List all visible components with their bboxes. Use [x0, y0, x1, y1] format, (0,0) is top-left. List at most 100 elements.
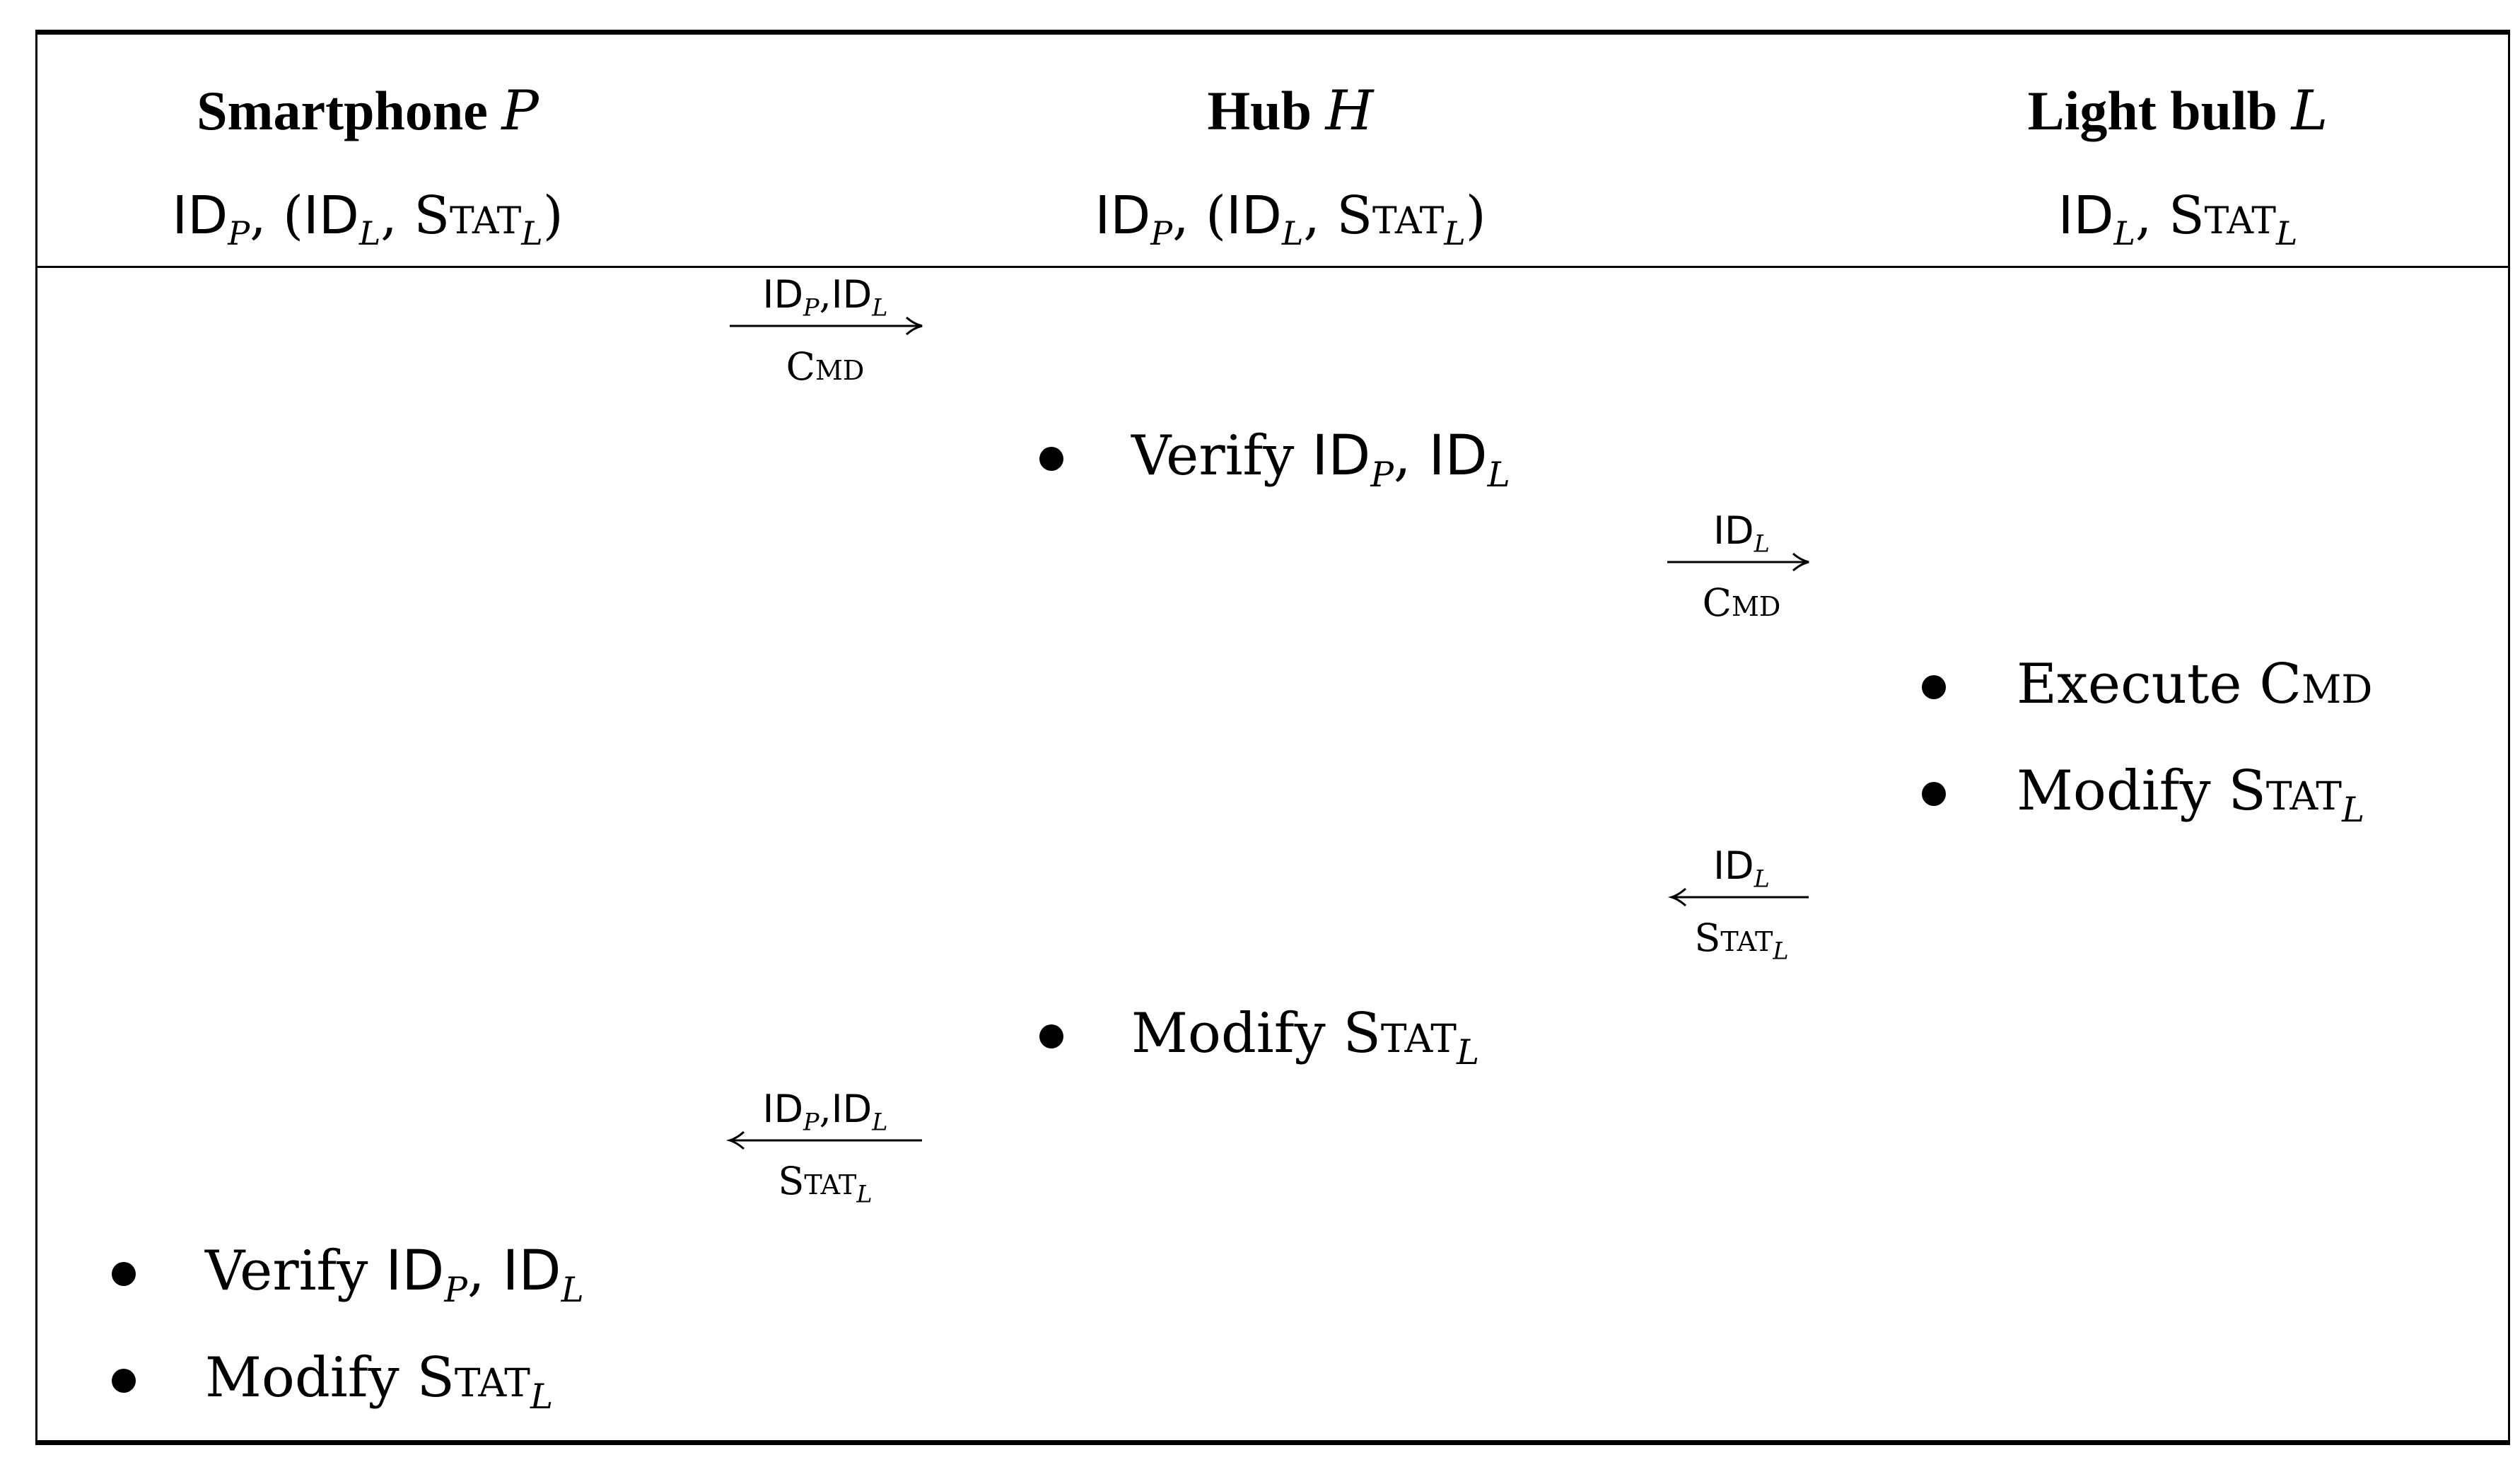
hub-modify-step: Modify StatL: [1131, 1006, 1479, 1070]
smartphone-symbol: P: [501, 79, 539, 143]
identifier: ID: [1095, 185, 1151, 246]
message-hub-to-bulb: IDL Cmd: [1639, 512, 1844, 625]
constant-name: Cmd: [786, 344, 865, 389]
subscript: P: [228, 214, 250, 253]
constant-name: Stat: [416, 1346, 530, 1410]
bottom-rule: [35, 1440, 2510, 1445]
step-expression: StatL: [2228, 759, 2364, 827]
smartphone-title: Smartphone: [197, 80, 488, 141]
hub-verify-step: Verify IDP, IDL: [1131, 428, 1510, 492]
subscript: P: [803, 1108, 819, 1136]
message-top-label: IDP,IDL: [723, 1087, 928, 1134]
message-hub-to-phone: IDP,IDL StatL: [723, 1087, 928, 1206]
top-rule: [35, 30, 2510, 35]
identifier: ID: [303, 185, 359, 246]
subscript: L: [872, 1108, 888, 1136]
subscript: L: [1281, 214, 1304, 253]
step-word: Verify: [1131, 424, 1295, 488]
bullet-icon: [1922, 675, 1946, 699]
identifier: ID: [1428, 424, 1488, 488]
phone-modify-step: Modify StatL: [205, 1350, 553, 1414]
subscript: L: [530, 1377, 554, 1417]
subscript: L: [358, 214, 381, 253]
constant-name: Stat: [778, 1159, 857, 1203]
identifier: ID: [762, 1087, 804, 1131]
separator: ,: [819, 272, 832, 317]
light-bulb-symbol: L: [2291, 79, 2328, 143]
constant-name: Stat: [2228, 759, 2342, 823]
light-bulb-state: IDL, StatL: [1895, 185, 2461, 250]
separator: , (: [250, 185, 303, 246]
constant-name: Cmd: [2259, 653, 2373, 716]
hub-header: Hub H: [1008, 79, 1573, 143]
bullet-icon: [112, 1262, 136, 1286]
step-word: Modify: [1131, 1002, 1326, 1065]
separator: ,: [467, 1239, 503, 1303]
arrow-right-icon: [1667, 553, 1809, 571]
message-bottom-label: StatL: [1639, 916, 1844, 963]
step-expression: Cmd: [2259, 653, 2372, 716]
message-bulb-to-hub: IDL StatL: [1639, 847, 1844, 963]
subscript: P: [1370, 455, 1394, 495]
separator: ): [1465, 185, 1486, 246]
message-bottom-label: Cmd: [1639, 584, 1844, 622]
light-bulb-title: Light bulb: [2027, 80, 2278, 141]
subscript: L: [1456, 1032, 1480, 1073]
separator: ,: [819, 1087, 832, 1131]
right-border: [2508, 30, 2510, 1445]
bullet-icon: [1039, 447, 1063, 471]
smartphone-header: Smartphone P: [85, 79, 651, 143]
hub-state: IDP, (IDL, StatL): [1008, 185, 1573, 250]
bullet-icon: [1039, 1024, 1063, 1048]
constant-name: Stat: [414, 185, 522, 246]
identifier: ID: [831, 272, 873, 317]
identifier: ID: [2058, 185, 2114, 246]
message-phone-to-hub: IDP,IDL Cmd: [723, 276, 928, 389]
arrow-right-icon: [730, 317, 923, 335]
separator: , (: [1172, 185, 1226, 246]
step-word: Modify: [2017, 759, 2211, 823]
constant-name: Cmd: [1702, 580, 1781, 625]
phone-verify-step: Verify IDP, IDL: [205, 1244, 584, 1307]
subscript: L: [1444, 214, 1466, 253]
separator: ): [542, 185, 564, 246]
constant-name: Stat: [1694, 916, 1773, 960]
separator: ,: [2135, 185, 2169, 246]
identifier: ID: [1226, 185, 1282, 246]
bulb-execute-step: Execute Cmd: [2017, 657, 2372, 712]
subscript: L: [561, 1270, 584, 1310]
header-rule: [35, 266, 2510, 268]
light-bulb-header: Light bulb L: [1895, 79, 2461, 143]
hub-title: Hub: [1207, 80, 1312, 141]
step-expression: StatL: [416, 1346, 553, 1414]
message-top-label: IDL: [1639, 847, 1844, 891]
subscript: L: [2113, 214, 2135, 253]
identifier: ID: [385, 1239, 445, 1303]
identifier: ID: [831, 1087, 873, 1131]
step-word: Modify: [205, 1346, 399, 1410]
separator: ,: [1393, 424, 1429, 488]
subscript: P: [803, 293, 819, 322]
arrow-left-icon: [1667, 888, 1809, 906]
separator: ,: [380, 185, 414, 246]
subscript: L: [872, 293, 888, 322]
identifier: ID: [1713, 508, 1754, 553]
message-bottom-label: StatL: [723, 1159, 928, 1206]
identifier: ID: [762, 272, 804, 317]
message-bottom-label: Cmd: [723, 348, 928, 386]
message-top-label: IDP,IDL: [723, 276, 928, 320]
step-word: Verify: [205, 1239, 368, 1303]
subscript: L: [1754, 530, 1770, 558]
constant-name: Stat: [1343, 1002, 1457, 1065]
subscript: L: [2341, 790, 2365, 830]
subscript: P: [1150, 214, 1173, 253]
hub-symbol: H: [1325, 79, 1374, 143]
subscript: P: [444, 1270, 467, 1310]
identifier: ID: [1713, 843, 1754, 888]
identifier: ID: [1312, 424, 1371, 488]
step-expression: IDP, IDL: [1312, 424, 1510, 492]
message-top-label: IDL: [1639, 512, 1844, 556]
separator: ,: [1303, 185, 1337, 246]
smartphone-state: IDP, (IDL, StatL): [85, 185, 651, 250]
subscript: L: [856, 1180, 873, 1208]
